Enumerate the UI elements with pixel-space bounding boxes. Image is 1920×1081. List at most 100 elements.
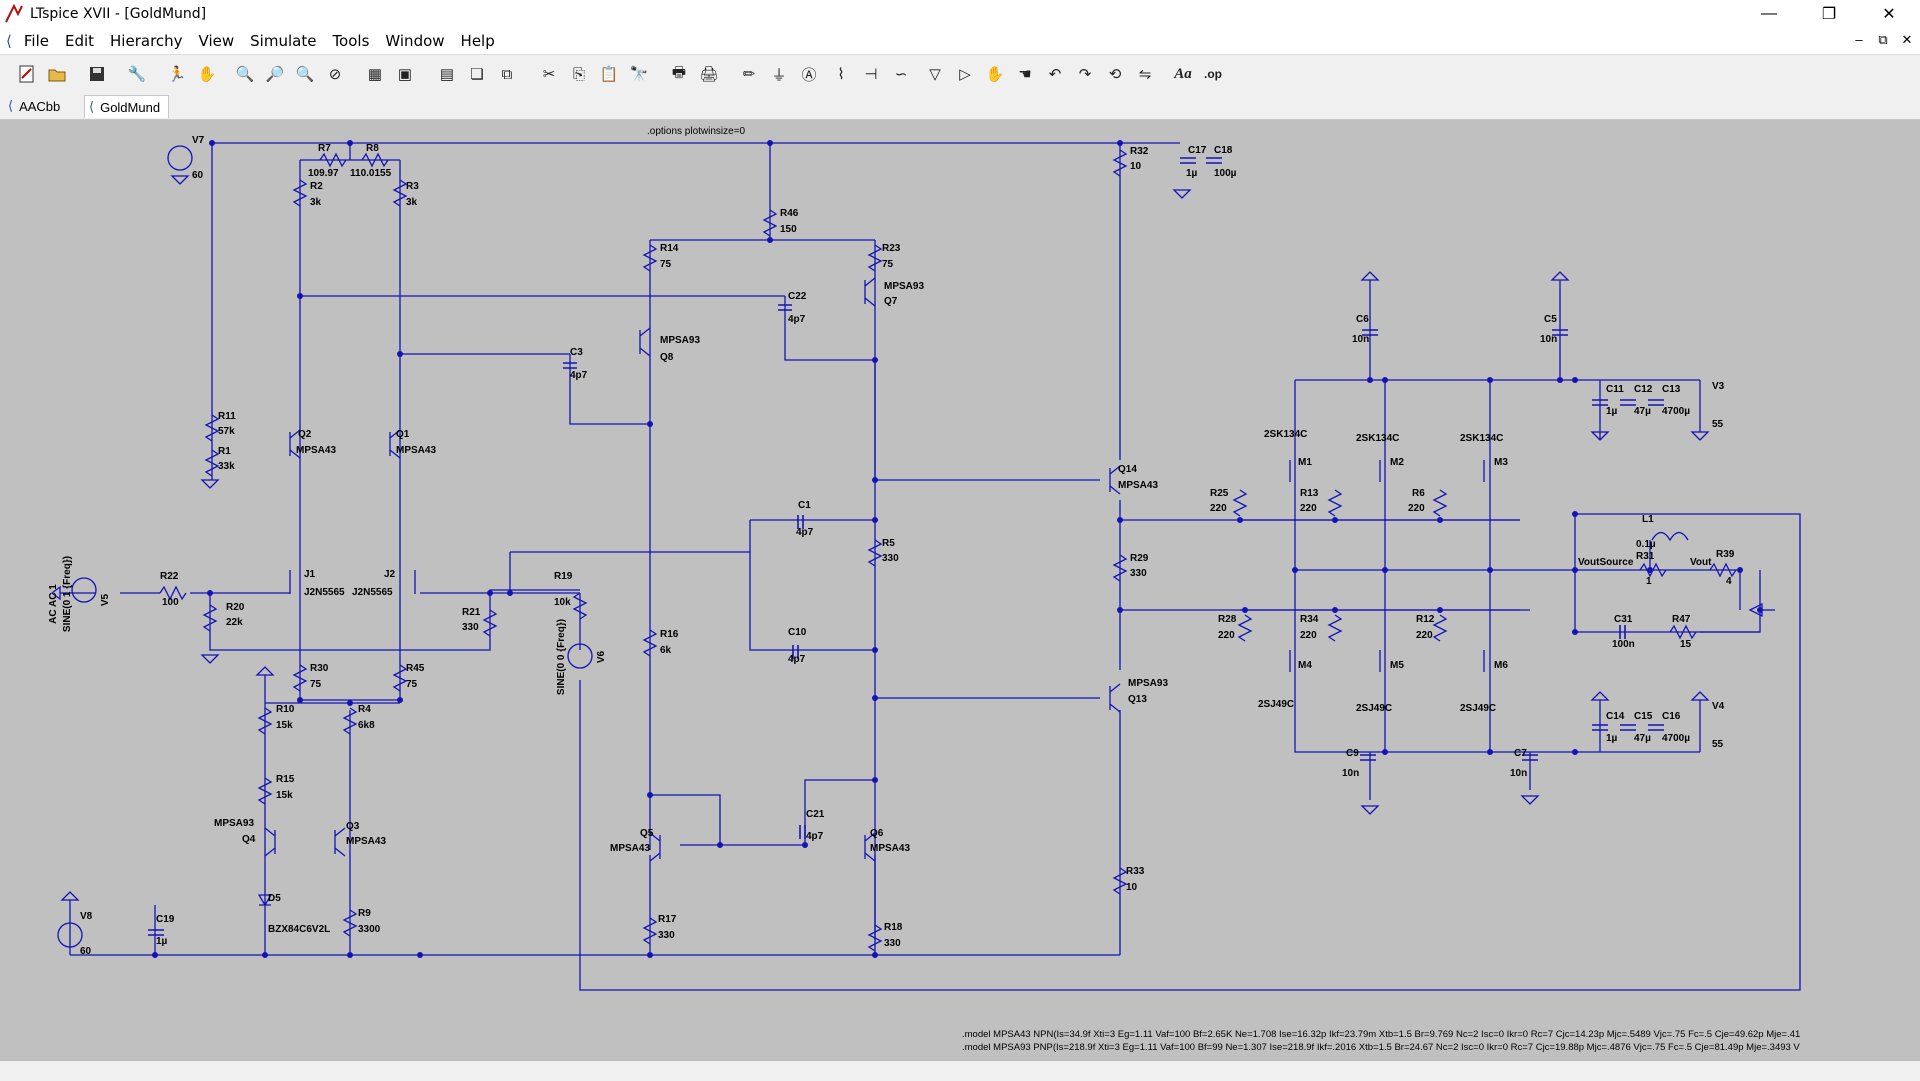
source-label[interactable]: V5 — [100, 593, 111, 606]
resistor-icon[interactable]: ⌇ — [837, 66, 845, 83]
component-label[interactable]: 22k — [226, 617, 243, 628]
spice-model-pnp[interactable]: .model MPSA93 PNP(Is=218.9f Xti=3 Eg=1.1… — [962, 1042, 1800, 1053]
component-label[interactable]: MPSA43 — [396, 445, 436, 456]
component-label[interactable]: Q4 — [242, 834, 256, 845]
menu-simulate[interactable]: Simulate — [250, 32, 317, 50]
component-label[interactable]: R32 — [1130, 146, 1149, 157]
component-label[interactable]: J2N5565 — [352, 587, 393, 598]
component-label[interactable]: M1 — [1298, 457, 1312, 468]
drag-icon[interactable]: ☚ — [1018, 66, 1032, 83]
component-label[interactable]: 75 — [406, 679, 418, 690]
tab-aacbb[interactable]: ⟨AACbb — [8, 98, 61, 114]
schematic-drawing[interactable]: V760R7109.97R8110.0155R23kR33kR46150R147… — [0, 120, 1920, 1060]
component-label[interactable]: R4 — [358, 704, 371, 715]
control-panel-icon[interactable]: 🔧 — [127, 66, 147, 83]
component-label[interactable]: R5 — [882, 538, 895, 549]
component-label[interactable]: 2SK134C — [1356, 433, 1399, 444]
component-label[interactable]: 100 — [162, 597, 179, 608]
component-label[interactable]: R39 — [1716, 549, 1735, 560]
component-label[interactable]: 4700µ — [1662, 733, 1690, 744]
component-label[interactable]: R12 — [1416, 614, 1435, 625]
menu-tools[interactable]: Tools — [332, 32, 370, 50]
component-label[interactable]: C17 — [1188, 145, 1207, 156]
copy-icon[interactable]: ⎘ — [572, 65, 585, 83]
component-label[interactable]: Q14 — [1118, 464, 1137, 475]
label-net-icon[interactable]: Ⓐ — [801, 66, 817, 84]
run-icon[interactable]: 🏃 — [167, 66, 187, 83]
menu-window[interactable]: Window — [385, 32, 445, 50]
component-label[interactable]: C6 — [1356, 314, 1369, 325]
component-label[interactable]: R47 — [1672, 614, 1691, 625]
component-label[interactable]: V8 — [80, 911, 93, 922]
component-label[interactable]: 100µ — [1214, 168, 1237, 179]
component-label[interactable]: C9 — [1346, 748, 1359, 759]
component-label[interactable]: 15k — [276, 790, 293, 801]
component-label[interactable]: Q6 — [870, 828, 884, 839]
component-label[interactable]: 3300 — [358, 924, 381, 935]
component-label[interactable]: R34 — [1300, 614, 1319, 625]
print-icon[interactable]: 🖶 — [671, 63, 687, 81]
component-label[interactable]: R46 — [780, 208, 799, 219]
component-label[interactable]: R8 — [366, 143, 379, 154]
component-label[interactable]: 330 — [884, 938, 901, 949]
schematic-doc-icon[interactable]: ⟨ — [6, 33, 12, 50]
cut-icon[interactable]: ✂ — [542, 66, 556, 83]
source-label[interactable]: SINE(0 1 {Freq}) — [62, 556, 73, 632]
component-label[interactable]: 330 — [1130, 568, 1147, 579]
component-label[interactable]: 3k — [310, 197, 322, 208]
component-label[interactable]: 60 — [192, 170, 204, 181]
component-label[interactable]: 1µ — [1606, 406, 1618, 417]
component-label[interactable]: 330 — [658, 930, 675, 941]
diode-icon[interactable]: ▽ — [929, 66, 941, 83]
component-label[interactable]: 10 — [1130, 161, 1142, 172]
new-schematic-icon[interactable] — [14, 62, 40, 86]
component-label[interactable]: 4700µ — [1662, 406, 1690, 417]
source-label[interactable]: AC AC 1 — [48, 584, 59, 624]
component-label[interactable]: Q5 — [640, 828, 654, 839]
halt-icon[interactable]: ✋ — [197, 66, 217, 83]
component-label[interactable]: 4 — [1726, 576, 1732, 587]
menu-edit[interactable]: Edit — [64, 32, 95, 50]
component-label[interactable]: Q8 — [660, 352, 674, 363]
component-label[interactable]: 220 — [1218, 630, 1235, 641]
restore-button[interactable]: ❐ — [1800, 0, 1858, 28]
component-label[interactable]: R18 — [884, 922, 903, 933]
component-label[interactable]: R15 — [276, 774, 295, 785]
component-label[interactable]: Vout — [1690, 557, 1712, 568]
ground-icon[interactable]: ⏚ — [771, 66, 787, 84]
component-label[interactable]: R31 — [1636, 551, 1655, 562]
component-label[interactable]: 330 — [462, 622, 479, 633]
component-label[interactable]: R30 — [310, 663, 329, 674]
component-label[interactable]: R3 — [406, 181, 419, 192]
component-label[interactable]: 15 — [1680, 639, 1692, 650]
component-label[interactable]: 2SJ49C — [1258, 699, 1294, 710]
source-label[interactable]: SINE(0 0 {Freq}) — [556, 619, 567, 695]
tab-goldmund[interactable]: ⟨GoldMund — [84, 95, 170, 118]
component-label[interactable]: C22 — [788, 291, 807, 302]
component-label[interactable]: Q7 — [884, 296, 898, 307]
component-label[interactable]: MPSA93 — [884, 281, 924, 292]
component-label[interactable]: 10 — [1126, 882, 1138, 893]
component-label[interactable]: 220 — [1300, 630, 1317, 641]
component-label[interactable]: R33 — [1126, 866, 1145, 877]
component-label[interactable]: C10 — [788, 627, 807, 638]
component-label[interactable]: D5 — [268, 893, 281, 904]
component-label[interactable]: R17 — [658, 914, 677, 925]
component-label[interactable]: 15k — [276, 720, 293, 731]
component-label[interactable]: 1 — [1646, 576, 1652, 587]
component-label[interactable]: C21 — [806, 809, 825, 820]
move-icon[interactable]: ✋ — [985, 66, 1005, 83]
component-label[interactable]: V3 — [1712, 381, 1725, 392]
component-label[interactable]: 220 — [1416, 630, 1433, 641]
save-icon[interactable] — [84, 62, 110, 86]
component-label[interactable]: 57k — [218, 426, 235, 437]
close-button[interactable]: ✕ — [1860, 0, 1918, 28]
mdi-restore-button[interactable]: ⧉ — [1878, 32, 1888, 47]
component-label[interactable]: 3k — [406, 197, 418, 208]
spice-directive-options[interactable]: .options plotwinsize=0 — [647, 126, 746, 137]
zoom-out-icon[interactable]: 🔍 — [295, 66, 315, 83]
mdi-close-button[interactable]: ✕ — [1901, 32, 1913, 47]
source-label[interactable]: V6 — [596, 650, 607, 663]
component-label[interactable]: R29 — [1130, 553, 1149, 564]
